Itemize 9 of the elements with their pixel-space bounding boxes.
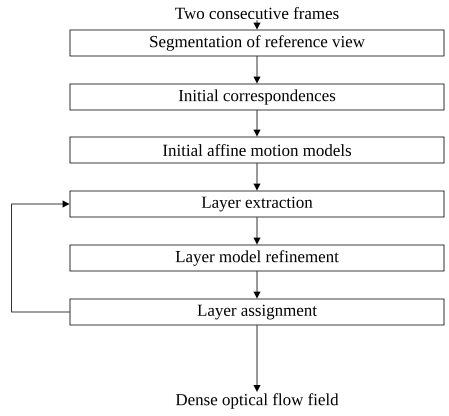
process-box: Initial affine motion models [70,136,444,164]
process-box: Initial correspondences [70,84,444,110]
process-box: Layer assignment [70,298,444,326]
feedback-arrow [11,200,70,312]
text-label: Dense optical flow field [176,393,338,409]
process-box: Layer extraction [70,190,444,218]
process-box: Segmentation of reference view [70,30,444,56]
text-label: Two consecutive frames [175,6,339,20]
process-box: Layer model refinement [70,244,444,272]
